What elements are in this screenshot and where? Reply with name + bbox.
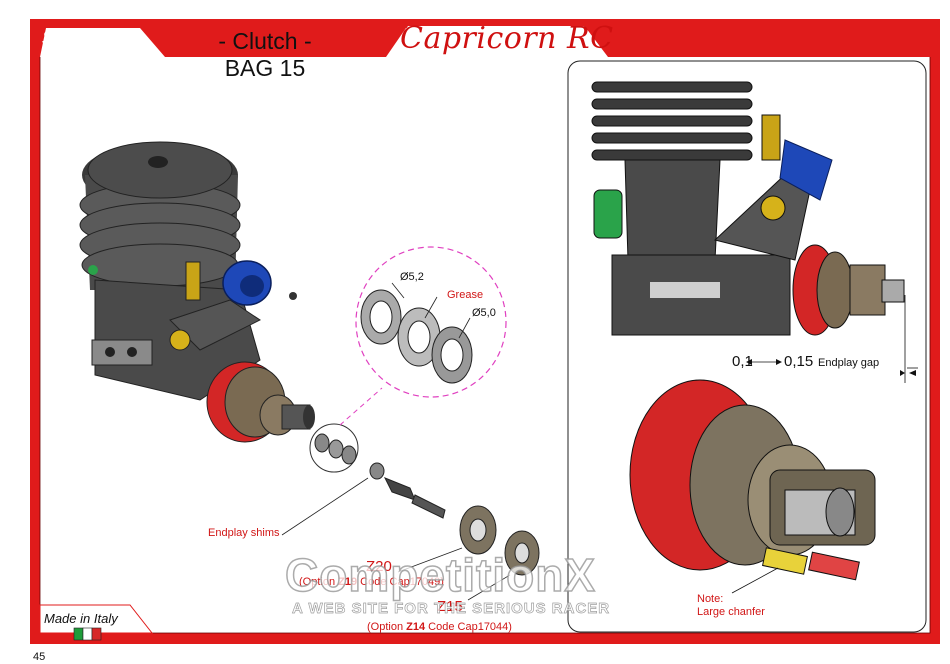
label-dia-50: Ø5,0 xyxy=(472,307,496,319)
label-gap-max: 0,15 xyxy=(784,353,814,370)
engine-illustration xyxy=(79,141,315,443)
brand-logo: Capricorn RC xyxy=(400,21,614,56)
exploded-parts xyxy=(369,462,540,576)
label-gap-min: 0,1 xyxy=(732,353,753,370)
made-in-italy-box xyxy=(39,604,154,634)
label-large-chanfer: Large chanfer xyxy=(697,606,765,618)
step-number: Step 15.4 xyxy=(42,27,135,50)
label-z15-option: (Option Z14 Code Cap17044) xyxy=(367,621,512,633)
label-z20: Z20 xyxy=(366,558,392,575)
shim-callout-circle xyxy=(309,423,359,473)
flag-red-icon xyxy=(91,627,102,641)
page-number: 45 xyxy=(33,651,46,663)
label-endplay-gap: Endplay gap xyxy=(818,357,880,369)
callout-leader xyxy=(339,387,383,426)
watermark-tagline: A WEB SITE FOR THE SERIOUS RACER xyxy=(292,600,611,618)
detail-engine xyxy=(591,81,905,336)
label-grease: Grease xyxy=(447,289,484,301)
bag-number: BAG 15 xyxy=(224,55,306,81)
brand-tab xyxy=(388,26,606,57)
small-shims xyxy=(314,433,357,465)
shim-detail-circle xyxy=(355,246,507,398)
frame-inner-line xyxy=(39,57,931,634)
label-dia-52: Ø5,2 xyxy=(400,271,424,283)
label-endplay-shims: Endplay shims xyxy=(208,527,280,539)
label-z15: Z15 xyxy=(437,598,463,615)
flag-white-icon xyxy=(82,627,93,641)
page-title: - Clutch - xyxy=(218,28,312,54)
watermark-logo: CompetitionX xyxy=(284,548,596,602)
label-note: Note: xyxy=(697,593,724,605)
label-z20-option: (Option Z19 Code Cap17049) xyxy=(299,576,444,588)
detail-clutch xyxy=(629,379,876,581)
enlarged-shims xyxy=(360,289,473,384)
flag-green-icon xyxy=(73,627,84,641)
made-in-italy: Made in Italy xyxy=(44,611,118,626)
